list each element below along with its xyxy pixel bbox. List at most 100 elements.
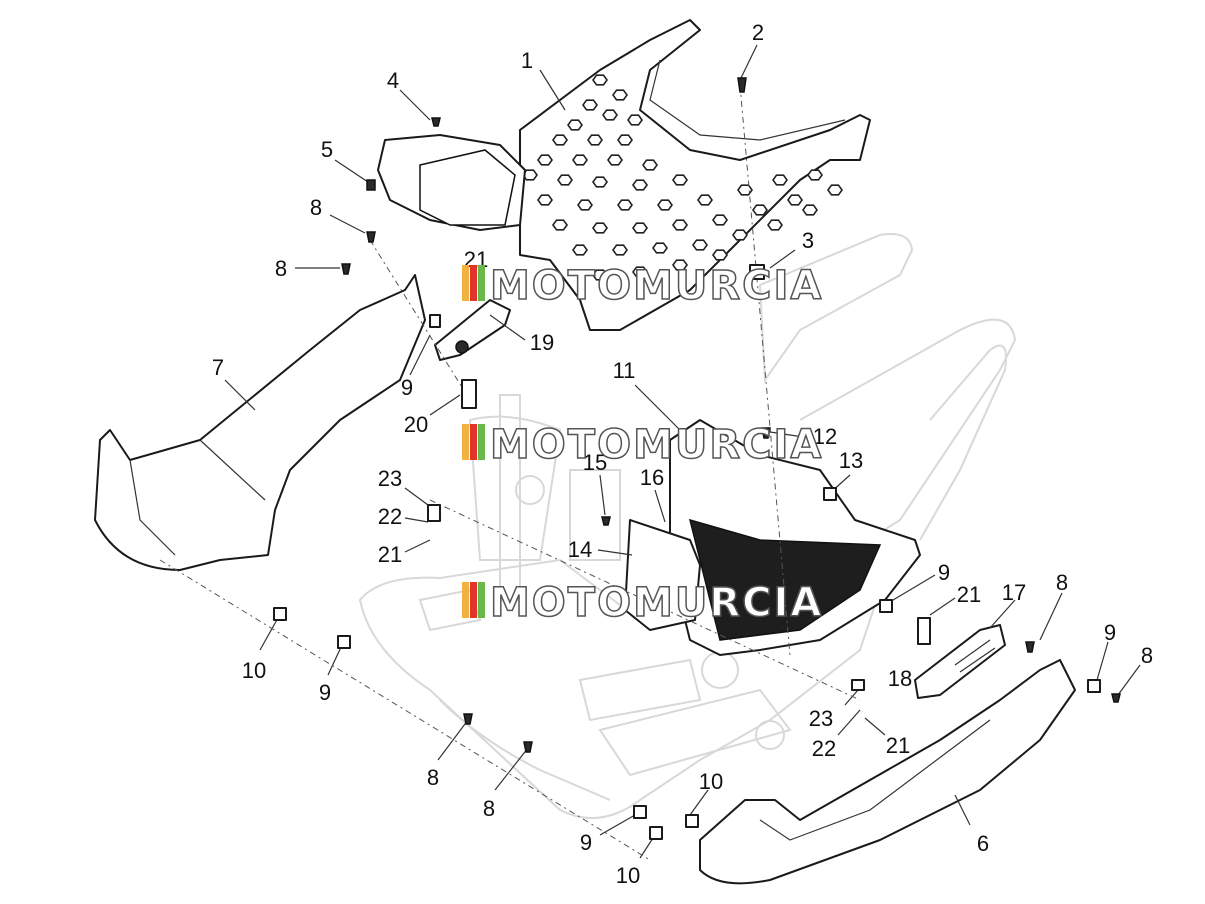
hex-cell xyxy=(612,244,628,256)
part-5-front-trim xyxy=(377,134,526,231)
callout-14: 14 xyxy=(568,537,592,562)
callout-16: 16 xyxy=(640,465,664,490)
callout-15: 15 xyxy=(583,450,607,475)
watermark-stripe xyxy=(462,265,469,301)
callout-5: 5 xyxy=(321,137,333,162)
hex-cell xyxy=(772,174,788,186)
watermark-stripe xyxy=(462,424,469,460)
callout-21: 21 xyxy=(378,542,402,567)
hex-cell xyxy=(577,199,593,211)
watermark-stripe xyxy=(462,582,469,618)
hex-pattern xyxy=(522,74,843,281)
hex-cell xyxy=(607,154,623,166)
hex-cell xyxy=(552,219,568,231)
watermark-text: MOTOMURCIA xyxy=(490,263,823,309)
hex-cell xyxy=(657,199,673,211)
hex-cell xyxy=(807,169,823,181)
callout-2: 2 xyxy=(752,20,764,45)
callout-9: 9 xyxy=(938,560,950,585)
watermark-stripe xyxy=(478,265,485,301)
hex-cell xyxy=(737,184,753,196)
hex-cell xyxy=(612,89,628,101)
callout-6: 6 xyxy=(977,831,989,856)
callout-23: 23 xyxy=(378,466,402,491)
watermark: MOTOMURCIA xyxy=(462,579,823,627)
callout-18: 18 xyxy=(888,666,912,691)
hex-cell xyxy=(627,114,643,126)
part-17-bracket xyxy=(914,624,1006,699)
hex-cell xyxy=(617,134,633,146)
hex-cell xyxy=(642,159,658,171)
callout-21: 21 xyxy=(957,582,981,607)
hex-cell xyxy=(802,204,818,216)
callout-7: 7 xyxy=(212,355,224,380)
hex-cell xyxy=(582,99,598,111)
hex-cell xyxy=(537,154,553,166)
hex-cell xyxy=(732,229,748,241)
watermark: MOTOMURCIA xyxy=(462,262,823,310)
watermark-stripe xyxy=(470,582,477,618)
hex-cell xyxy=(692,239,708,251)
watermark-text: MOTOMURCIA xyxy=(490,580,823,626)
callout-8: 8 xyxy=(1141,643,1153,668)
hex-cell xyxy=(602,109,618,121)
hex-cell xyxy=(572,154,588,166)
part-19-bracket xyxy=(434,299,511,361)
callout-4: 4 xyxy=(387,68,399,93)
watermark-layer: MOTOMURCIA MOTOMURCIA MOTOMURCIA xyxy=(462,262,823,627)
hex-cell xyxy=(787,194,803,206)
hex-cell xyxy=(767,219,783,231)
callout-12: 12 xyxy=(813,424,837,449)
ghost-frame xyxy=(358,233,1017,819)
hex-cell xyxy=(827,184,843,196)
part-1-footboard-mat xyxy=(519,19,871,331)
part-6-right-side-panel xyxy=(699,659,1076,885)
watermark-stripe xyxy=(478,582,485,618)
hex-cell xyxy=(697,194,713,206)
hex-cell xyxy=(592,74,608,86)
hex-cell xyxy=(752,204,768,216)
hex-cell xyxy=(672,219,688,231)
callout-23: 23 xyxy=(809,706,833,731)
callout-3: 3 xyxy=(802,228,814,253)
callout-8: 8 xyxy=(275,256,287,281)
callout-8: 8 xyxy=(427,765,439,790)
callout-20: 20 xyxy=(404,412,428,437)
hex-cell xyxy=(572,244,588,256)
hex-cell xyxy=(632,179,648,191)
hex-cell xyxy=(652,242,668,254)
callout-19: 19 xyxy=(530,330,554,355)
hex-cell xyxy=(672,174,688,186)
callout-9: 9 xyxy=(319,680,331,705)
callout-8: 8 xyxy=(1056,570,1068,595)
watermark: MOTOMURCIA xyxy=(462,421,823,469)
callout-11: 11 xyxy=(613,358,636,383)
callout-13: 13 xyxy=(839,448,863,473)
part-11-center-panel xyxy=(669,419,921,656)
fasteners xyxy=(273,77,1121,840)
callout-10: 10 xyxy=(242,658,266,683)
watermark-stripe xyxy=(470,265,477,301)
hex-cell xyxy=(632,266,648,278)
hex-cell xyxy=(712,214,728,226)
callout-1: 1 xyxy=(521,48,533,73)
part-7-left-side-panel xyxy=(94,274,426,571)
callout-22: 22 xyxy=(378,504,402,529)
watermark-text: MOTOMURCIA xyxy=(490,422,823,468)
callout-9: 9 xyxy=(401,375,413,400)
callout-17: 17 xyxy=(1002,580,1026,605)
callout-10: 10 xyxy=(616,863,640,888)
callout-8: 8 xyxy=(310,195,322,220)
hex-cell xyxy=(712,249,728,261)
watermark-stripe xyxy=(478,424,485,460)
callout-9: 9 xyxy=(580,830,592,855)
callout-21: 21 xyxy=(886,733,910,758)
hex-cell xyxy=(567,119,583,131)
callout-22: 22 xyxy=(812,736,836,761)
hex-cell xyxy=(592,222,608,234)
hex-cell xyxy=(632,222,648,234)
hex-cell xyxy=(617,199,633,211)
watermark-stripe xyxy=(470,424,477,460)
part-14-inner-panel xyxy=(624,519,701,631)
